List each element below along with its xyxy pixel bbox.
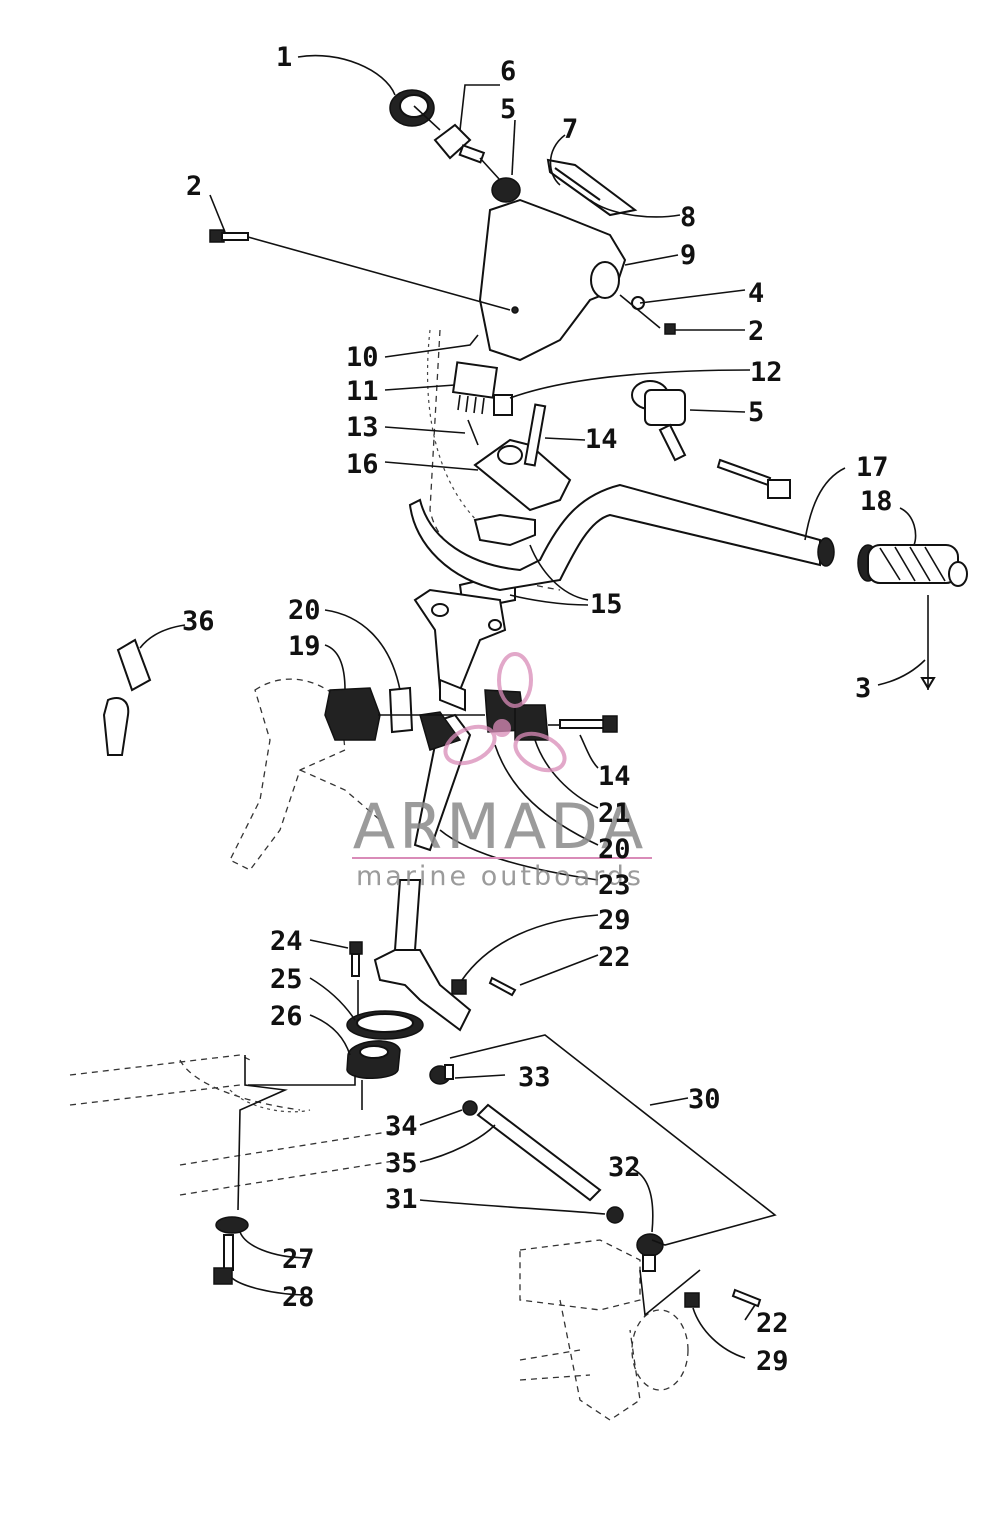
callout-5: 5 <box>500 94 516 125</box>
callout-2-right: 2 <box>748 316 764 347</box>
nut-part-31 <box>606 1206 624 1224</box>
propeller-logo-icon <box>443 652 567 773</box>
handlebar-part-17 <box>408 483 835 592</box>
castle-nuts-part-29 <box>451 979 700 1308</box>
callout-7: 7 <box>562 114 578 145</box>
tie-rod-end-part-32 <box>636 1233 664 1272</box>
watermark: ARMADA marine outboards <box>352 652 652 892</box>
callout-9: 9 <box>680 240 696 271</box>
tie-rod-end-part-33 <box>429 1064 454 1085</box>
callout-28: 28 <box>282 1282 315 1313</box>
callout-24: 24 <box>270 926 303 957</box>
callout-29-lower: 29 <box>756 1346 789 1377</box>
handlebar-mount-part-16 <box>473 403 572 512</box>
callout-20-lower: 20 <box>598 834 631 865</box>
callout-27: 27 <box>282 1244 315 1275</box>
callout-8: 8 <box>680 202 696 233</box>
callout-2: 2 <box>186 171 202 202</box>
callout-10: 10 <box>346 342 379 373</box>
watermark-tagline: marine outboards <box>356 861 644 892</box>
callout-22-lower: 22 <box>756 1308 789 1339</box>
bolt-part-2-right <box>664 323 676 335</box>
leader-lines <box>139 54 929 1359</box>
key-part-6 <box>433 123 486 164</box>
console-cover-part-7 <box>546 158 638 217</box>
callout-16: 16 <box>346 449 379 480</box>
bolt-part-2-left <box>209 229 249 243</box>
callout-4: 4 <box>748 278 764 309</box>
cotter-pins-part-22 <box>488 976 762 1308</box>
bushing-part-20-left <box>388 686 414 734</box>
callout-20: 20 <box>288 595 321 626</box>
callout-22: 22 <box>598 942 631 973</box>
callout-30: 30 <box>688 1084 721 1115</box>
callout-15: 15 <box>590 589 623 620</box>
bushing-part-26 <box>346 1040 401 1079</box>
callout-12: 12 <box>750 357 783 388</box>
callout-19: 19 <box>288 631 321 662</box>
callout-25: 25 <box>270 964 303 995</box>
ignition-cap-part-1 <box>389 89 435 127</box>
part-number-callouts: 1 6 5 7 2 8 9 4 2 10 12 11 5 13 14 16 17… <box>182 42 893 1377</box>
callout-29: 29 <box>598 905 631 936</box>
callout-5-right: 5 <box>748 397 764 428</box>
callout-3: 3 <box>855 673 871 704</box>
bolt-part-24 <box>349 941 363 977</box>
tie-rod-part-35 <box>476 1103 602 1202</box>
bolt-part-28 <box>213 1234 234 1285</box>
boot-part-36 <box>102 638 152 756</box>
callout-18: 18 <box>860 486 893 517</box>
bearing-plate-part-25 <box>346 1010 424 1040</box>
callout-32: 32 <box>608 1152 641 1183</box>
bearing-block-part-21 <box>484 689 549 741</box>
connector-part-11 <box>451 361 513 416</box>
callout-6: 6 <box>500 56 516 87</box>
callout-31: 31 <box>385 1184 418 1215</box>
callout-34: 34 <box>385 1111 418 1142</box>
callout-23: 23 <box>598 870 631 901</box>
steering-post-upper-part-23 <box>413 588 507 852</box>
callout-1: 1 <box>276 42 292 73</box>
switch-housing-part-5-right <box>631 380 791 499</box>
steering-console-part-9 <box>478 198 627 362</box>
bolt-part-14-lower <box>559 715 618 733</box>
callout-35: 35 <box>385 1148 418 1179</box>
callout-17: 17 <box>856 452 889 483</box>
bushing-block-part-19 <box>324 687 381 741</box>
callout-36: 36 <box>182 606 215 637</box>
nut-part-5 <box>491 177 521 203</box>
callout-14-lower: 14 <box>598 761 631 792</box>
callout-26: 26 <box>270 1001 303 1032</box>
grip-part-18 <box>857 544 968 587</box>
watermark-brand: ARMADA <box>353 790 647 863</box>
nut-part-34 <box>462 1100 478 1116</box>
callout-13: 13 <box>346 412 379 443</box>
steering-post-lower <box>373 879 472 1032</box>
washer-part-27 <box>215 1216 249 1234</box>
callout-21: 21 <box>598 798 631 829</box>
callout-33: 33 <box>518 1062 551 1093</box>
callout-11: 11 <box>346 376 379 407</box>
callout-14: 14 <box>585 424 618 455</box>
